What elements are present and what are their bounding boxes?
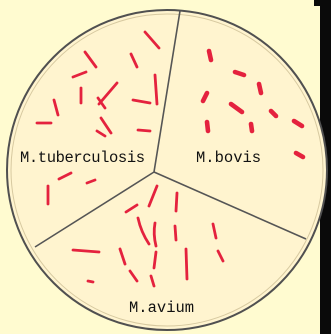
label-m-bovis: M.bovis: [196, 149, 261, 167]
bacillus: [138, 130, 150, 131]
bacillus: [186, 249, 187, 279]
bacillus: [154, 252, 156, 268]
bacillus: [259, 84, 261, 93]
top-right-bar: [314, 0, 331, 6]
bacillus: [251, 124, 252, 131]
bacillus: [73, 250, 99, 252]
bacillus: [235, 72, 244, 75]
bacillus: [176, 193, 177, 211]
bacillus: [209, 51, 211, 60]
label-m-avium: M.avium: [129, 299, 194, 317]
petri-plate: [7, 10, 327, 330]
bacillus: [88, 281, 93, 282]
bacillus: [175, 226, 176, 240]
bacillus: [207, 122, 208, 131]
label-m-tuberculosis: M.tuberculosis: [20, 149, 145, 167]
bacillus: [155, 75, 157, 104]
